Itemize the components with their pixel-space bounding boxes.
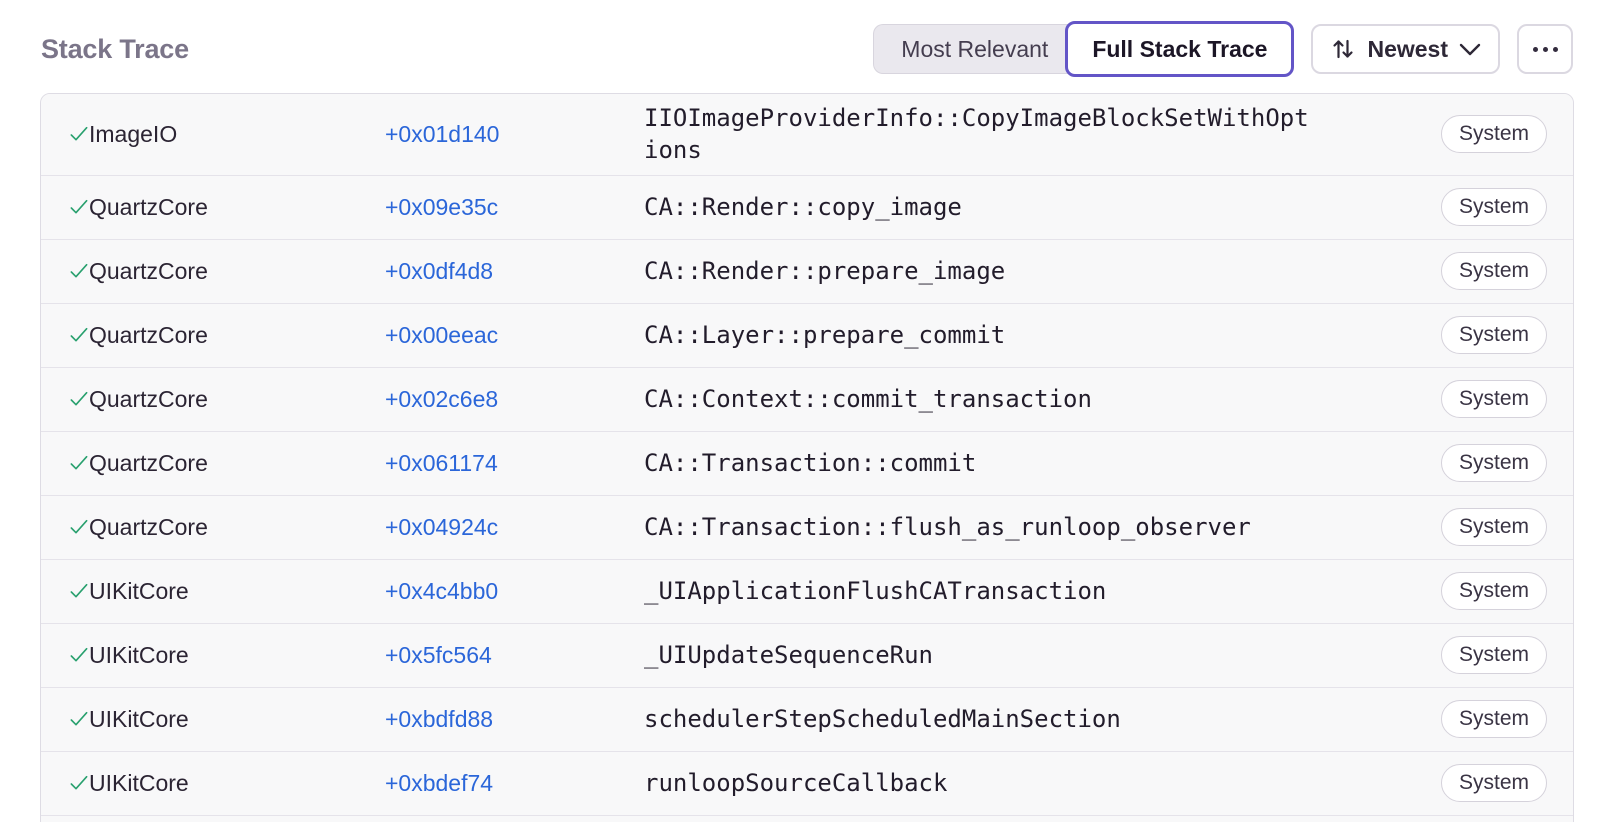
frame-function: _UIApplicationFlushCATransaction [644, 577, 1107, 606]
sort-label: Newest [1367, 35, 1448, 62]
frame-function: CA::Context::commit_transaction [644, 385, 1092, 414]
full-stack-trace-button[interactable]: Full Stack Trace [1065, 21, 1295, 77]
check-icon [41, 514, 89, 540]
system-badge: System [1440, 636, 1547, 675]
frame-badge-slot: System [1440, 572, 1573, 611]
frame-function: CA::Render::copy_image [644, 193, 962, 222]
frame-badge-slot: System [1440, 380, 1573, 419]
frame-badge-slot: System [1440, 508, 1573, 547]
stack-frame-row[interactable]: ImageIO +0x01d140 IIOImageProviderInfo::… [41, 94, 1573, 176]
check-icon [41, 258, 89, 284]
frame-offset-link[interactable]: +0x02c6e8 [385, 385, 499, 412]
frame-function: CA::Render::prepare_image [644, 257, 1006, 286]
check-icon [41, 194, 89, 220]
frame-badge-slot: System [1440, 764, 1573, 803]
check-icon [41, 322, 89, 348]
frame-badge-slot: System [1440, 636, 1573, 675]
most-relevant-button[interactable]: Most Relevant [873, 24, 1076, 74]
system-badge: System [1440, 115, 1547, 154]
frame-module: UIKitCore [89, 577, 189, 604]
frame-module: ImageIO [89, 120, 178, 147]
system-badge: System [1440, 380, 1547, 419]
frame-function: runloopSourceCallback [644, 769, 948, 798]
frame-module: QuartzCore [89, 449, 208, 476]
frame-function: CA::Transaction::flush_as_runloop_observ… [644, 513, 1251, 542]
frame-badge-slot: System [1440, 188, 1573, 227]
check-icon [41, 386, 89, 412]
frame-function: schedulerStepScheduledMainSection [644, 705, 1121, 734]
page-title: Stack Trace [41, 33, 189, 64]
frame-function: _UIUpdateSequenceRun [644, 641, 933, 670]
frame-badge-slot: System [1440, 700, 1573, 739]
frame-module: QuartzCore [89, 513, 208, 540]
frame-offset-link[interactable]: +0xbdef74 [385, 769, 494, 796]
system-badge: System [1440, 572, 1547, 611]
stack-trace-rows: ImageIO +0x01d140 IIOImageProviderInfo::… [41, 94, 1573, 816]
stack-frame-row[interactable]: UIKitCore +0x4c4bb0 _UIApplicationFlushC… [41, 559, 1573, 624]
sort-arrows-icon [1330, 36, 1356, 62]
chevron-down-icon [1459, 43, 1481, 56]
check-icon [41, 450, 89, 476]
stack-frame-row[interactable]: QuartzCore +0x061174 CA::Transaction::co… [41, 431, 1573, 496]
stack-frame-row[interactable]: QuartzCore +0x02c6e8 CA::Context::commit… [41, 367, 1573, 432]
sort-dropdown[interactable]: Newest [1311, 24, 1500, 74]
stack-trace-header: Stack Trace Most Relevant Full Stack Tra… [0, 0, 1614, 77]
frame-badge-slot: System [1440, 115, 1573, 154]
frame-badge-slot: System [1440, 444, 1573, 483]
frame-offset-link[interactable]: +0x04924c [385, 513, 499, 540]
frame-badge-slot: System [1440, 252, 1573, 291]
view-toggle: Most Relevant Full Stack Trace [873, 21, 1295, 77]
frame-offset-link[interactable]: +0x00eeac [385, 321, 499, 348]
stack-trace-table: ImageIO +0x01d140 IIOImageProviderInfo::… [40, 93, 1574, 822]
system-badge: System [1440, 188, 1547, 227]
stack-frame-row[interactable]: QuartzCore +0x00eeac CA::Layer::prepare_… [41, 303, 1573, 368]
table-clipped-row [41, 815, 1573, 822]
more-options-button[interactable] [1517, 24, 1573, 74]
frame-module: QuartzCore [89, 385, 208, 412]
check-icon [41, 642, 89, 668]
frame-offset-link[interactable]: +0x01d140 [385, 120, 500, 147]
stack-frame-row[interactable]: UIKitCore +0xbdfd88 schedulerStepSchedul… [41, 687, 1573, 752]
frame-offset-link[interactable]: +0xbdfd88 [385, 705, 494, 732]
check-icon [41, 578, 89, 604]
header-controls: Most Relevant Full Stack Trace Newest [873, 21, 1573, 77]
system-badge: System [1440, 444, 1547, 483]
frame-offset-link[interactable]: +0x0df4d8 [385, 257, 494, 284]
frame-offset-link[interactable]: +0x4c4bb0 [385, 577, 499, 604]
frame-function: IIOImageProviderInfo::CopyImageBlockSetW… [644, 104, 1309, 165]
frame-module: QuartzCore [89, 193, 208, 220]
frame-module: QuartzCore [89, 321, 208, 348]
frame-module: UIKitCore [89, 769, 189, 796]
frame-module: QuartzCore [89, 257, 208, 284]
check-icon [41, 706, 89, 732]
frame-function: CA::Layer::prepare_commit [644, 321, 1006, 350]
frame-offset-link[interactable]: +0x061174 [385, 449, 498, 476]
stack-frame-row[interactable]: UIKitCore +0x5fc564 _UIUpdateSequenceRun… [41, 623, 1573, 688]
check-icon [41, 770, 89, 796]
system-badge: System [1440, 764, 1547, 803]
system-badge: System [1440, 252, 1547, 291]
frame-offset-link[interactable]: +0x09e35c [385, 193, 499, 220]
system-badge: System [1440, 508, 1547, 547]
ellipsis-icon [1532, 46, 1558, 52]
check-icon [41, 121, 89, 147]
frame-module: UIKitCore [89, 705, 189, 732]
stack-frame-row[interactable]: QuartzCore +0x04924c CA::Transaction::fl… [41, 495, 1573, 560]
stack-frame-row[interactable]: QuartzCore +0x09e35c CA::Render::copy_im… [41, 175, 1573, 240]
system-badge: System [1440, 700, 1547, 739]
stack-frame-row[interactable]: UIKitCore +0xbdef74 runloopSourceCallbac… [41, 751, 1573, 816]
frame-function: CA::Transaction::commit [644, 449, 977, 478]
frame-offset-link[interactable]: +0x5fc564 [385, 641, 492, 668]
system-badge: System [1440, 316, 1547, 355]
frame-badge-slot: System [1440, 316, 1573, 355]
frame-module: UIKitCore [89, 641, 189, 668]
stack-frame-row[interactable]: QuartzCore +0x0df4d8 CA::Render::prepare… [41, 239, 1573, 304]
